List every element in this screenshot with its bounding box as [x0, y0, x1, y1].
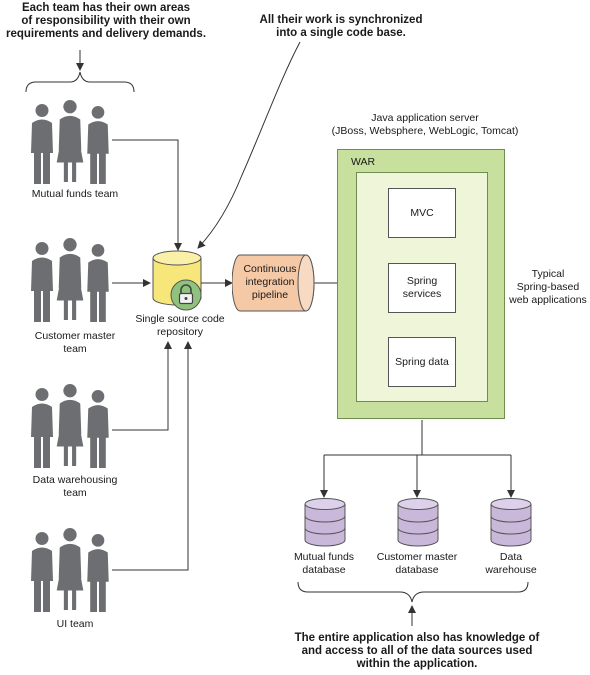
module-label-line-1: Spring — [406, 275, 438, 287]
module-label: Spring data — [395, 356, 449, 368]
war-container: WAR MVC Spring services Spring data — [337, 149, 505, 419]
database-label-line-2: database — [395, 564, 439, 576]
connector-sync-note — [197, 41, 301, 249]
server-title-line-1: Java application server — [371, 112, 479, 124]
connector-data-warehousing-team — [112, 341, 172, 431]
module-spring-data: Spring data — [388, 337, 456, 387]
team-label-line-1: Mutual funds team — [31, 188, 119, 200]
module-label-line-2: services — [402, 288, 442, 300]
source-repository — [150, 250, 210, 311]
pipeline-label: Continuous integration pipeline — [232, 263, 308, 302]
server-title: Java application server (JBoss, Webspher… — [310, 112, 540, 138]
database-label-line-2: database — [302, 564, 346, 576]
side-note-line-1: Typical — [531, 268, 565, 280]
database-icon — [490, 498, 532, 547]
teams-note: Each team has their own areas of respons… — [0, 2, 212, 41]
module-spring-services: Spring services — [388, 263, 456, 313]
pipeline-label-line-1: Continuous — [243, 263, 297, 275]
connector-ui-team — [112, 341, 192, 571]
module-mvc: MVC — [388, 188, 456, 238]
database-icon — [397, 498, 439, 547]
team-label: UI team — [10, 618, 140, 631]
team-label: Data warehousing team — [10, 474, 140, 500]
team-label: Customer master team — [10, 330, 140, 356]
war-inner-panel: MVC Spring services Spring data — [356, 172, 488, 402]
repository-label-line-2: repository — [156, 326, 204, 338]
team-label-line-2: team — [63, 487, 87, 499]
top-brace — [25, 71, 135, 93]
database-label-line-1: Customer master — [376, 551, 458, 563]
team-label-line-1: UI team — [56, 618, 94, 630]
team-group-mutual-funds: Mutual funds team — [20, 96, 130, 206]
team-label-line-2: team — [63, 343, 87, 355]
team-label-line-1: Customer master — [34, 330, 116, 342]
side-note-line-2: Spring-based — [516, 281, 580, 293]
database-label: Mutual funds database — [274, 551, 374, 577]
data-note-line-1: The entire application also has knowledg… — [294, 632, 540, 644]
war-label: WAR — [351, 156, 376, 168]
database-label-line-1: Data — [499, 551, 523, 563]
team-group-customer-master: Customer master team — [20, 234, 130, 355]
pipeline-label-line-3: pipeline — [251, 289, 289, 301]
lock-icon — [178, 284, 194, 305]
ci-pipeline: Continuous integration pipeline — [232, 254, 316, 312]
side-note-line-3: web applications — [509, 294, 587, 306]
sync-note-line-1: All their work is synchronized — [259, 14, 423, 26]
sync-note-line-2: into a single code base. — [276, 27, 406, 39]
pipeline-label-line-2: integration — [245, 276, 295, 288]
module-label: MVC — [410, 207, 434, 219]
teams-note-line-1: Each team has their own areas — [21, 2, 191, 14]
people-icon — [31, 384, 109, 468]
module-label: Spring services — [389, 275, 455, 301]
team-group-ui: UI team — [20, 524, 130, 634]
data-note: The entire application also has knowledg… — [272, 632, 562, 671]
database-label: Data warehouse — [461, 551, 561, 577]
repository-cylinder-icon — [152, 250, 202, 311]
pipeline-shape — [232, 254, 315, 312]
teams-note-line-2: of responsibility with their own — [21, 15, 191, 27]
server-title-line-2: (JBoss, Websphere, WebLogic, Tomcat) — [331, 125, 519, 137]
server-side-note: Typical Spring-based web applications — [505, 268, 590, 307]
team-label: Mutual funds team — [10, 188, 140, 201]
connector-mutual-funds-team — [112, 139, 182, 251]
people-icon — [31, 528, 109, 612]
sync-note: All their work is synchronized into a si… — [236, 14, 446, 40]
repository-label: Single source code repository — [118, 313, 242, 339]
team-group-data-warehousing: Data warehousing team — [20, 380, 130, 500]
database-customer-master — [395, 498, 441, 548]
people-icon — [31, 100, 109, 184]
bottom-brace — [297, 581, 529, 603]
people-icon — [31, 238, 109, 322]
teams-note-line-3: requirements and delivery demands. — [5, 28, 207, 40]
repository-label-line-1: Single source code — [135, 313, 225, 325]
database-data-warehouse — [488, 498, 534, 548]
database-label-line-2: warehouse — [485, 564, 537, 576]
data-note-line-2: and access to all of the data sources us… — [301, 645, 533, 657]
data-note-line-3: within the application. — [356, 658, 478, 670]
database-label-line-1: Mutual funds — [293, 551, 355, 563]
database-icon — [304, 498, 346, 547]
team-label-line-1: Data warehousing — [32, 474, 118, 486]
database-label: Customer master database — [362, 551, 472, 577]
database-mutual-funds — [302, 498, 348, 548]
